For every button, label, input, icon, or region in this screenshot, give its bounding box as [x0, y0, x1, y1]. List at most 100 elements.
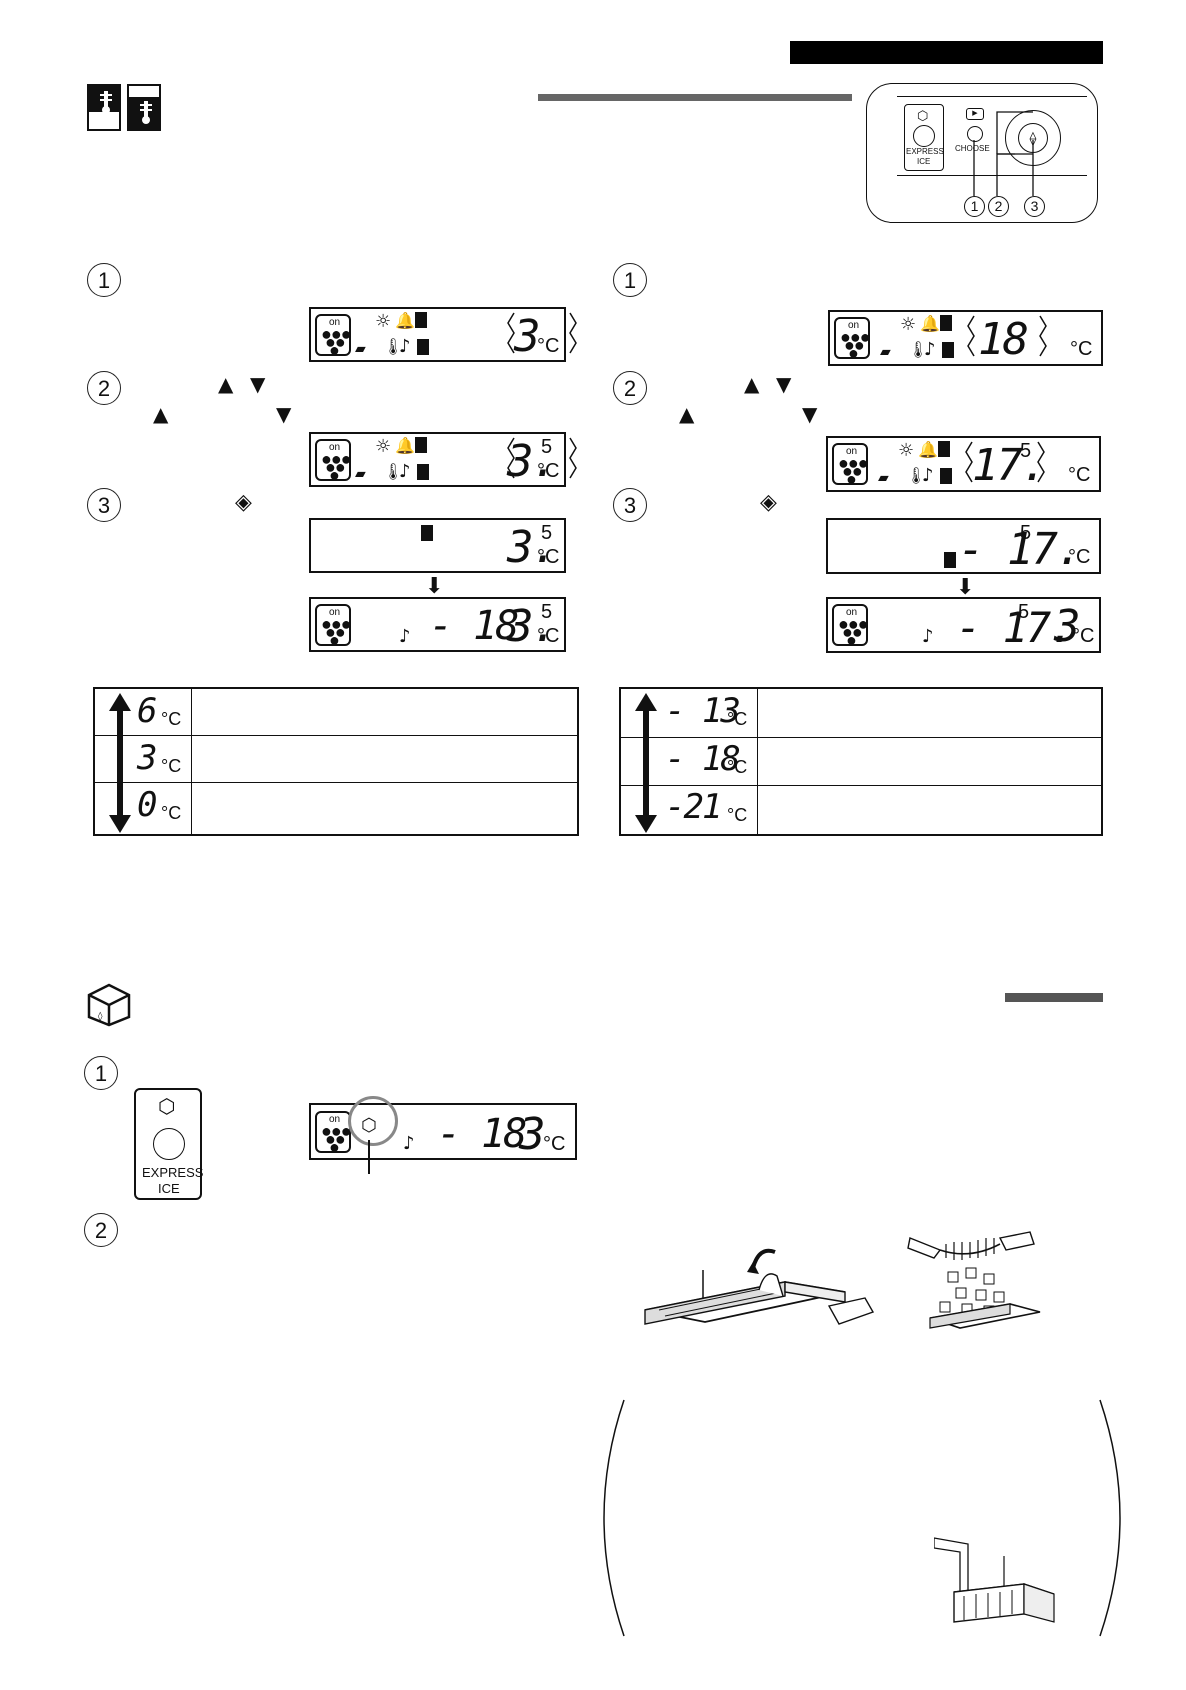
callout-line [368, 1140, 370, 1174]
fridge-temp-icon [87, 84, 121, 131]
thermo-icon: 🌡 [383, 337, 404, 356]
lcd-right-d1-unit: °C [1070, 338, 1093, 360]
lcd-left-d4-sup: 5 [541, 601, 553, 623]
ice-cube-icon: ⬡ [158, 1096, 176, 1118]
ice-cube-icon: ◊ [87, 983, 131, 1027]
enter-icon: ◈ [760, 490, 777, 515]
express-ice-text-2: ICE [917, 157, 931, 166]
express-ice-round-button [913, 125, 935, 147]
right-lcd-3: - 17. 5 °C [826, 518, 1101, 575]
thermo-icon: 🌡 [908, 340, 929, 359]
lcd-left-d3-sup: 5 [541, 522, 553, 544]
lcd-left-d1-unit: °C [537, 335, 560, 357]
fridge-small-icon [415, 437, 427, 453]
alarm-icon: 🔔 [395, 311, 415, 330]
note-bracket-left [603, 1399, 625, 1637]
express-lcd: on●●● ●● ● ⬡ ♪ - 18 3 °C [309, 1103, 577, 1160]
sun-icon: ☼ [375, 436, 392, 457]
table-row-unit: °C [727, 709, 748, 729]
lcd-right-d3-sup: 5 [1020, 522, 1032, 544]
freezer-small-icon [942, 342, 954, 358]
right-lcd-1: on●●● ●● ● ☼ 🔔 ▰ 🌡 ♪ 18 °C [828, 310, 1103, 366]
range-arrow [109, 693, 131, 833]
up-arrow-icon: ▲ [679, 402, 695, 426]
up-arrow-icon: ▲ [153, 402, 169, 426]
thermo-icon: 🌡 [906, 466, 927, 485]
table-row-value: -21 [665, 787, 722, 827]
control-panel-illustration: ⬡ EXPRESS ICE ▶ CHOOSE ⟠ 1 2 3 [866, 83, 1098, 223]
down-arrow-icon: ▼ [250, 372, 266, 396]
fridge-small-icon [421, 525, 433, 541]
svg-text:◊: ◊ [98, 1011, 103, 1022]
right-lcd-2: on●●● ●● ● ☼ 🔔 ▰ 🌡 ♪ 17. 5 °C [826, 436, 1101, 492]
note-icon: ♪ [922, 626, 934, 647]
table-row-value: 3 [137, 738, 158, 778]
table-row-unit: °C [161, 756, 182, 776]
bag-icon: ▰ [355, 466, 366, 482]
lcd-left-d4-freezer: - 18 [429, 603, 519, 649]
ice-twist-illustration [907, 1231, 1041, 1329]
note-icon: ♪ [403, 1133, 415, 1154]
left-lcd-4: on●●● ●● ● ♪ - 18 3. 5 °C [309, 597, 566, 652]
freezer-small-icon [417, 339, 429, 355]
up-arrow-icon: ▲ [218, 372, 234, 396]
enter-icon: ◈ [235, 490, 252, 515]
thermo-icon: 🌡 [383, 462, 404, 481]
callout-lines [973, 111, 1034, 196]
play-icon: ▶ [966, 108, 984, 120]
right-step-3: 3 [613, 488, 647, 522]
table-divider [757, 689, 758, 834]
note-icon: ♪ [399, 626, 411, 647]
right-step-2: 2 [613, 371, 647, 405]
blink-brackets-left-1 [507, 312, 577, 354]
lcd-right-d4-value: - 17. [956, 603, 1074, 652]
bag-icon: ▰ [878, 470, 889, 486]
express-step-2: 2 [84, 1213, 118, 1247]
up-arrow-icon: ▲ [744, 372, 760, 396]
range-arrow [635, 693, 657, 833]
callout-1: 1 [964, 196, 985, 217]
express-ice-round-button [153, 1128, 185, 1160]
alarm-icon: 🔔 [395, 436, 415, 455]
ice-tray-illustration [644, 1248, 875, 1325]
left-step-2: 2 [87, 371, 121, 405]
lcd-left-d2-unit: °C [537, 460, 560, 482]
table-row-value: - 18 [665, 739, 741, 779]
sun-icon: ☼ [375, 311, 392, 332]
note-icon: ♪ [922, 465, 934, 486]
express-step-1: 1 [84, 1056, 118, 1090]
note-icon: ♪ [399, 336, 411, 357]
alarm-icon: 🔔 [918, 440, 938, 459]
blink-brackets-left-2 [507, 437, 577, 479]
lcd-left-d3-value: 3. [507, 522, 558, 573]
highlight-circle [348, 1096, 398, 1146]
fridge-small-icon [938, 441, 950, 457]
section-rule [1005, 993, 1103, 1002]
left-lcd-1: on●●● ●● ● ☼ 🔔 ▰ 🌡 ♪ 3 °C [309, 307, 566, 362]
grape-icon: on●●● ●● ● [315, 314, 352, 359]
freezer-temp-icon [127, 84, 161, 131]
lcd-right-d2-unit: °C [1068, 464, 1091, 486]
lcd-right-d3-unit: °C [1068, 546, 1091, 568]
header-bar [790, 41, 1103, 64]
blink-brackets-right-1 [967, 315, 1047, 357]
blink-brackets-right-2 [965, 441, 1045, 483]
express-ice-label-2: ICE [158, 1181, 180, 1196]
lcd-left-d2-sup: 5 [541, 436, 553, 458]
grape-icon: on●●● ●● ● [832, 443, 869, 488]
table-row-unit: °C [727, 805, 748, 825]
ice-cube-icon: ⬡ [917, 108, 929, 123]
express-ice-button[interactable]: ⬡ EXPRESS ICE [134, 1088, 203, 1200]
lcd-left-d3-unit: °C [537, 546, 560, 568]
left-temperature-table: 6 °C 3 °C 0 °C [93, 687, 579, 836]
down-block-arrow: ⬇ [956, 574, 975, 599]
note-bracket-right [1099, 1399, 1121, 1637]
lcd-right-d1-value: 18 [978, 314, 1029, 365]
left-lcd-3: 3. 5 °C [309, 518, 566, 573]
lcd-right-d2-value: 17. [972, 440, 1047, 491]
express-lcd-freezer: - 18 [437, 1111, 527, 1157]
table-row-unit: °C [161, 709, 182, 729]
note-icon: ♪ [399, 461, 411, 482]
choose-button [967, 126, 983, 142]
grape-icon: on●●● ●● ● [315, 604, 352, 649]
